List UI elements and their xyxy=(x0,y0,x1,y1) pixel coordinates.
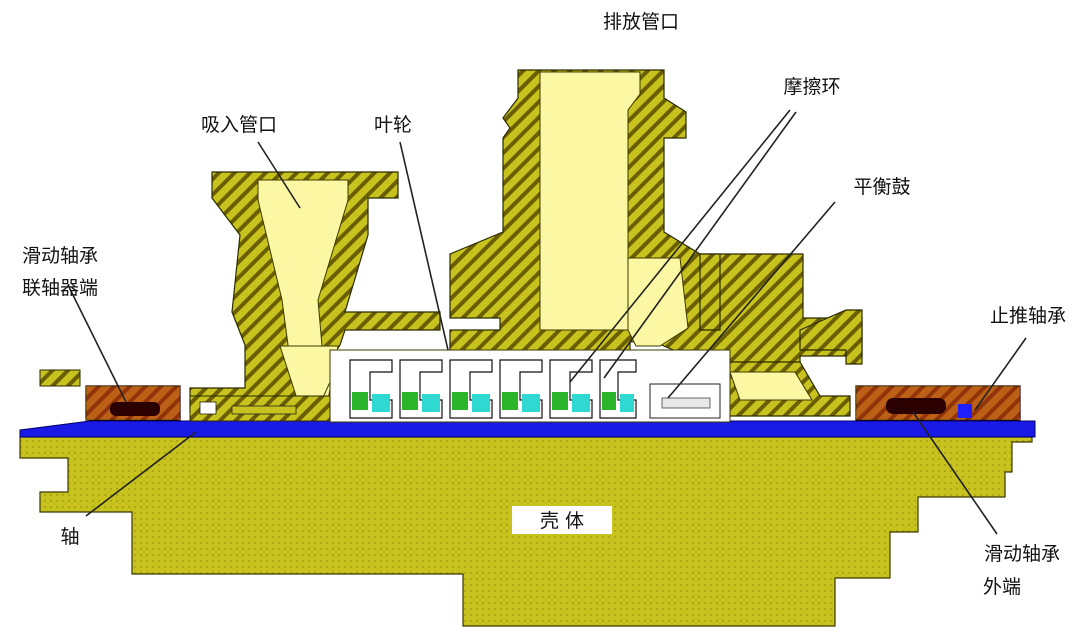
coupling-bearing-label-line2: 联轴器端 xyxy=(22,277,98,299)
shaft-label: 轴 xyxy=(60,526,79,548)
thrust-collar xyxy=(958,404,972,418)
balance-drum-label: 平衡鼓 xyxy=(853,176,910,198)
left-bearing-outer xyxy=(39,369,81,387)
wear-ring-leader-2 xyxy=(603,111,797,379)
shaft xyxy=(19,420,1036,438)
left-seal-gap xyxy=(199,401,217,415)
thrust-bearing-label: 止推轴承 xyxy=(990,305,1066,327)
impeller-stage-1 xyxy=(349,359,393,419)
right-bearing-shell xyxy=(886,398,946,414)
coupling-bearing-leader xyxy=(67,284,127,403)
casing-label-box xyxy=(512,506,612,534)
left-seal-sleeve xyxy=(231,405,297,415)
casing-label: 壳 体 xyxy=(540,510,584,532)
left-bearing-shell xyxy=(110,402,160,416)
impeller-stage-6 xyxy=(599,359,637,419)
suction-nozzle-label: 吸入管口 xyxy=(201,114,277,136)
discharge-nozzle-bore xyxy=(539,71,641,331)
balance-drum-chamber xyxy=(729,371,813,401)
impeller-stage-3 xyxy=(449,359,493,419)
balance-drum-leader xyxy=(667,201,836,399)
impeller-label: 叶轮 xyxy=(374,114,412,136)
suction-leader xyxy=(257,141,301,209)
outer-bearing-label-line1: 滑动轴承 xyxy=(984,543,1060,565)
impeller-stage-4 xyxy=(499,359,543,419)
coupling-bearing-label-line1: 滑动轴承 xyxy=(22,245,98,267)
shaft-leader xyxy=(85,431,197,517)
balance-drum-sleeve xyxy=(661,397,711,409)
impeller-stage-5 xyxy=(549,359,593,419)
right-casing-flange xyxy=(799,309,863,365)
wear-ring-label: 摩擦环 xyxy=(783,76,840,98)
impeller-leader xyxy=(399,141,449,351)
wear-ring-leader-1 xyxy=(569,109,791,383)
impeller-stage-2 xyxy=(399,359,443,419)
thrust-bearing-leader xyxy=(974,337,1027,411)
outer-bearing-label-line2: 外端 xyxy=(983,576,1021,598)
discharge-nozzle-label: 排放管口 xyxy=(603,11,679,33)
balance-drum-housing xyxy=(699,253,721,331)
outer-bearing-leader xyxy=(912,411,998,535)
